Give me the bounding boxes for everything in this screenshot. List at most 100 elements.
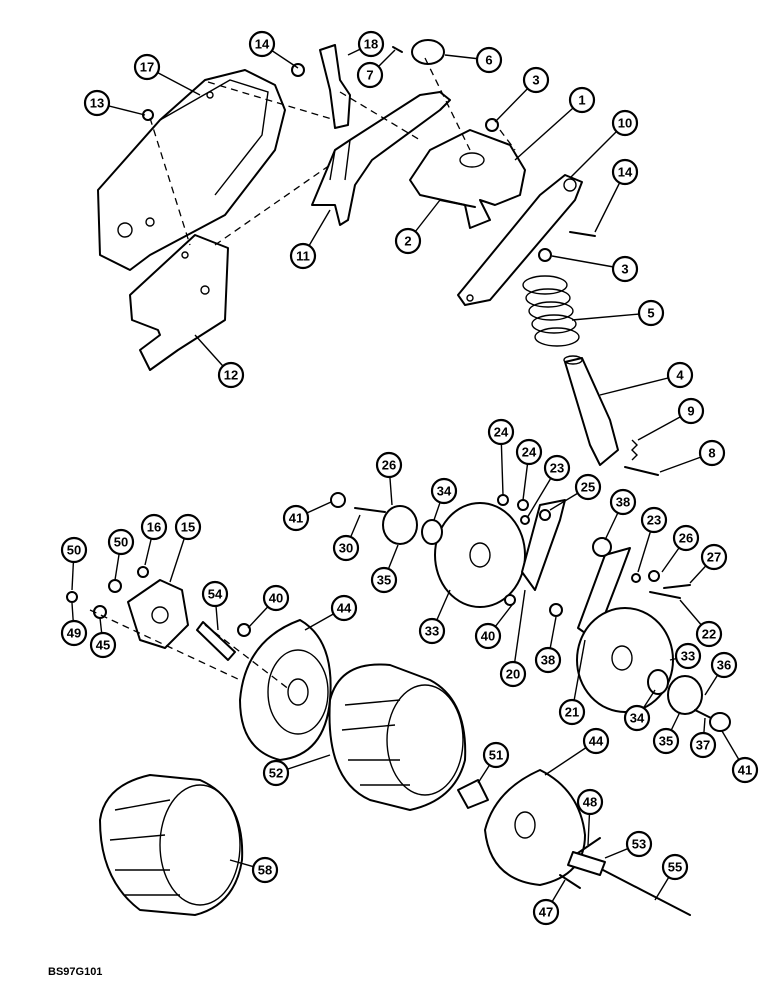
callout-label: 44 bbox=[337, 601, 352, 616]
callout-3: 3 bbox=[611, 255, 639, 283]
part-bolt-14b bbox=[569, 231, 596, 237]
callout-label: 26 bbox=[382, 458, 396, 473]
part-tire-left bbox=[99, 774, 244, 916]
callout-label: 36 bbox=[717, 658, 731, 673]
callout-label: 9 bbox=[687, 404, 694, 419]
callout-1: 1 bbox=[568, 86, 596, 114]
callout-38: 38 bbox=[609, 488, 637, 516]
callout-label: 50 bbox=[114, 535, 128, 550]
assembly-lines bbox=[89, 57, 516, 691]
callout-label: 22 bbox=[702, 627, 716, 642]
callout-label: 51 bbox=[489, 748, 503, 763]
part-hub-right bbox=[667, 675, 703, 715]
callout-label: 40 bbox=[481, 629, 495, 644]
callout-label: 12 bbox=[224, 368, 238, 383]
part-nut-40a bbox=[504, 594, 516, 606]
part-hub-left bbox=[382, 505, 418, 545]
callout-label: 3 bbox=[621, 262, 628, 277]
part-pin bbox=[392, 46, 403, 53]
part-axle-sleeve bbox=[196, 621, 236, 661]
callout-24: 24 bbox=[515, 438, 543, 466]
callout-58: 58 bbox=[251, 856, 279, 884]
part-cap-41 bbox=[709, 712, 731, 732]
part-bolt-30 bbox=[354, 507, 386, 513]
part-nut-50b bbox=[108, 579, 122, 593]
callout-44: 44 bbox=[582, 727, 610, 755]
callout-27: 27 bbox=[700, 543, 728, 571]
callout-35: 35 bbox=[652, 727, 680, 755]
part-pin-8 bbox=[624, 466, 659, 476]
callout-40: 40 bbox=[474, 622, 502, 650]
callout-label: 5 bbox=[647, 306, 654, 321]
callout-44: 44 bbox=[330, 594, 358, 622]
callout-label: 7 bbox=[366, 68, 373, 83]
callout-label: 13 bbox=[90, 96, 104, 111]
callout-37: 37 bbox=[689, 731, 717, 759]
callout-6: 6 bbox=[475, 46, 503, 74]
callout-47: 47 bbox=[532, 898, 560, 926]
callout-label: 38 bbox=[616, 495, 630, 510]
callout-label: 14 bbox=[618, 165, 633, 180]
callout-33: 33 bbox=[674, 642, 702, 670]
callout-label: 47 bbox=[539, 905, 553, 920]
callout-10: 10 bbox=[611, 109, 639, 137]
part-disc-left bbox=[434, 502, 526, 608]
callout-label: 11 bbox=[296, 249, 310, 264]
callout-label: 48 bbox=[583, 795, 597, 810]
part-upper-bracket bbox=[319, 44, 351, 129]
callout-15: 15 bbox=[174, 513, 202, 541]
part-bearing-left bbox=[421, 519, 443, 545]
callout-53: 53 bbox=[625, 830, 653, 858]
part-spring-pin-9 bbox=[631, 439, 638, 461]
callout-5: 5 bbox=[637, 299, 665, 327]
part-washer-26a bbox=[539, 509, 551, 521]
part-grease-16 bbox=[137, 566, 149, 578]
callout-54: 54 bbox=[201, 580, 229, 608]
part-nut-24b bbox=[517, 499, 529, 511]
part-scraper-shield bbox=[97, 69, 286, 271]
part-hub-flange bbox=[127, 579, 189, 649]
callout-14: 14 bbox=[611, 158, 639, 186]
callout-label: 3 bbox=[532, 73, 539, 88]
callout-label: 54 bbox=[208, 587, 223, 602]
callout-38: 38 bbox=[534, 646, 562, 674]
part-arm-20 bbox=[521, 499, 566, 591]
callout-25: 25 bbox=[574, 473, 602, 501]
part-bolt-27 bbox=[663, 584, 691, 589]
callout-label: 33 bbox=[681, 649, 695, 664]
part-nut-41a bbox=[330, 492, 346, 508]
callout-label: 45 bbox=[96, 638, 110, 653]
callout-26: 26 bbox=[375, 451, 403, 479]
callout-label: 14 bbox=[255, 37, 270, 52]
callout-20: 20 bbox=[499, 660, 527, 688]
callout-label: 35 bbox=[377, 573, 391, 588]
callout-30: 30 bbox=[332, 534, 360, 562]
part-knob bbox=[411, 39, 445, 65]
callout-8: 8 bbox=[698, 439, 726, 467]
callout-label: 25 bbox=[581, 480, 595, 495]
callout-leader-20 bbox=[512, 589, 526, 675]
parts-drawing bbox=[66, 39, 731, 916]
callout-13: 13 bbox=[83, 89, 111, 117]
part-spring bbox=[522, 275, 580, 347]
part-bolt-48 bbox=[574, 837, 601, 856]
callout-label: 53 bbox=[632, 837, 646, 852]
part-bearing-right bbox=[647, 669, 669, 695]
callout-52: 52 bbox=[262, 759, 290, 787]
callout-45: 45 bbox=[89, 631, 117, 659]
callout-22: 22 bbox=[695, 620, 723, 648]
callout-4: 4 bbox=[666, 361, 694, 389]
callout-11: 11 bbox=[289, 242, 317, 270]
callout-leader-4 bbox=[599, 374, 681, 396]
callout-34: 34 bbox=[623, 704, 651, 732]
callout-label: 35 bbox=[659, 734, 673, 749]
part-nut-40b bbox=[237, 623, 251, 637]
callout-51: 51 bbox=[482, 741, 510, 769]
callout-26: 26 bbox=[672, 524, 700, 552]
part-bolt-22 bbox=[649, 591, 681, 599]
callout-label: 49 bbox=[67, 626, 81, 641]
part-spacer-51 bbox=[457, 779, 489, 809]
callout-label: 40 bbox=[269, 591, 283, 606]
